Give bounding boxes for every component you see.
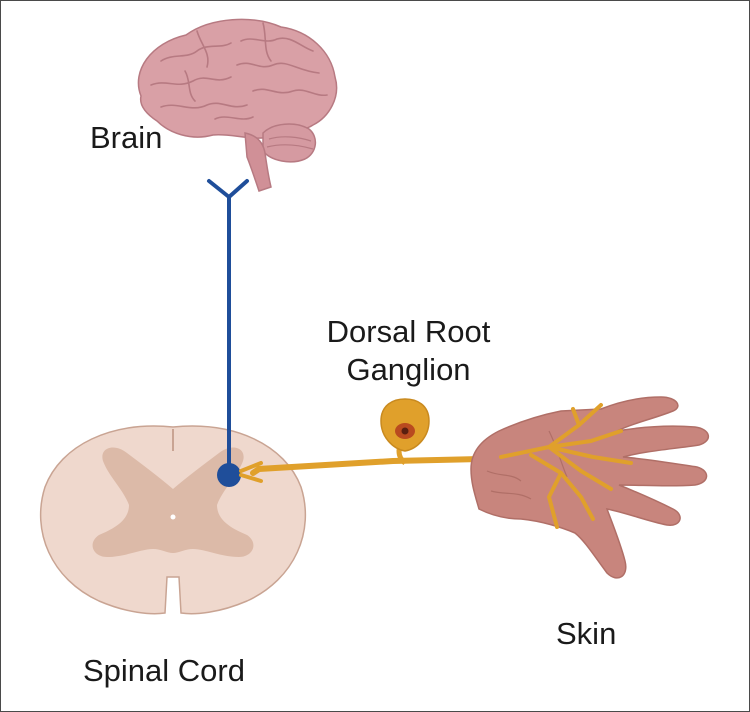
- label-brain: Brain: [90, 120, 163, 155]
- palm: [470, 396, 709, 579]
- cerebellum: [262, 123, 317, 163]
- label-spinal-cord: Spinal Cord: [83, 653, 245, 688]
- cerebrum: [137, 18, 338, 139]
- spinal-cord-cross-section: [39, 425, 307, 615]
- hand-illustration: [470, 396, 709, 579]
- brainstem: [244, 132, 272, 192]
- neuron-terminal: [217, 463, 241, 487]
- label-skin: Skin: [556, 616, 617, 651]
- brain-illustration: [137, 18, 338, 192]
- label-dorsal-root-ganglion: Dorsal Root Ganglion: [326, 314, 491, 387]
- dorsal-root-ganglion-cell: [380, 398, 430, 452]
- spinal-gray-matter: [92, 447, 254, 557]
- ascending-neuron: [207, 179, 249, 487]
